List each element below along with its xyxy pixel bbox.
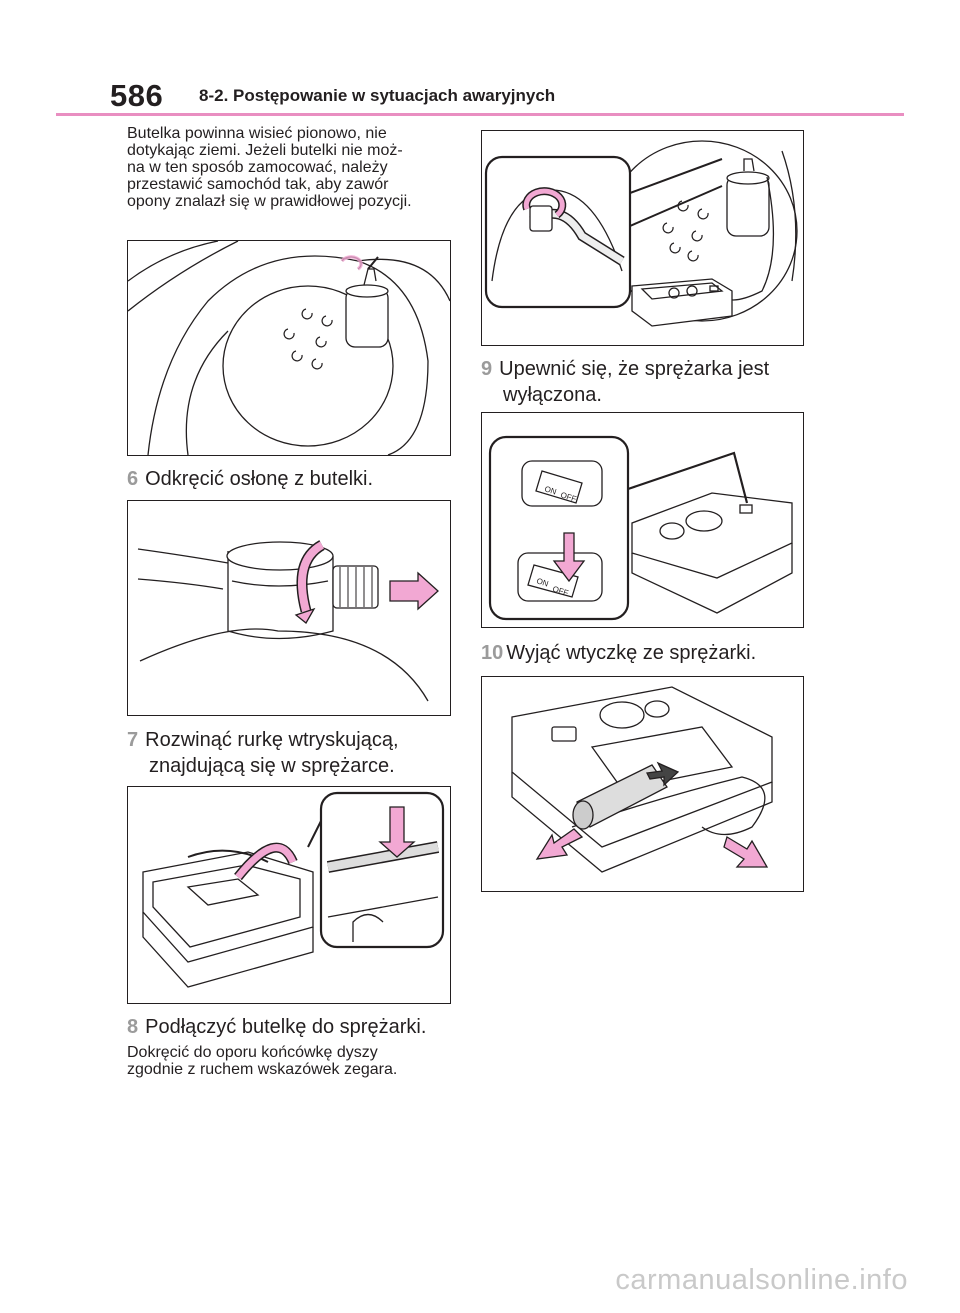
step-number: 10 xyxy=(481,642,504,664)
step-7: 7 Rozwinąć rurkę wtryskującą, znajdującą … xyxy=(127,727,399,779)
header-rule xyxy=(56,113,904,116)
intro-line: przestawić samochód tak, aby zawór xyxy=(127,176,389,193)
figure-unroll-hose xyxy=(127,786,451,1004)
step-8-note: Dokręcić do oporu końcówkę dyszy zgodnie… xyxy=(127,1044,397,1078)
step-6: 6 Odkręcić osłonę z butelki. xyxy=(127,466,373,492)
step-9: 9 Upewnić się, że sprężarka jest wyłączon… xyxy=(481,356,769,408)
watermark: carmanualsonline.info xyxy=(615,1264,908,1296)
section-title: 8-2. Postępowanie w sytuacjach awaryjnyc… xyxy=(199,86,556,105)
intro-line: dotykając ziemi. Jeżeli butelki nie moż- xyxy=(127,142,403,159)
step-text: Odkręcić osłonę z butelki. xyxy=(145,468,374,490)
figure-connect-bottle xyxy=(481,130,804,346)
intro-line: Butelka powinna wisieć pionowo, nie xyxy=(127,125,387,142)
figure-unplug xyxy=(481,676,804,892)
step-number: 6 xyxy=(127,468,139,490)
figure-bottle-on-wheel xyxy=(127,240,451,456)
intro-line: opony znalazł się w prawidłowej pozycji. xyxy=(127,193,412,210)
step-text: Wyjąć wtyczkę ze sprężarki. xyxy=(506,642,757,664)
intro-line: na w ten sposób zamocować, należy xyxy=(127,159,388,176)
figure-unscrew-cap xyxy=(127,500,451,716)
step-number: 8 xyxy=(127,1016,139,1038)
switch-on-label: ON xyxy=(543,484,557,496)
switch-on-label: ON xyxy=(535,576,549,588)
intro-paragraph: Butelka powinna wisieć pionowo, nie doty… xyxy=(127,125,412,210)
note-line: Dokręcić do oporu końcówkę dyszy xyxy=(127,1044,378,1061)
note-line: zgodnie z ruchem wskazówek zegara. xyxy=(127,1061,398,1078)
figure-switch-off: ON OFF ON OFF xyxy=(481,412,804,628)
page-number: 586 xyxy=(110,78,164,113)
step-text: Upewnić się, że sprężarka jest xyxy=(499,358,770,380)
step-text: Podłączyć butelkę do sprężarki. xyxy=(145,1016,427,1038)
step-text: znajdującą się w sprężarce. xyxy=(149,755,395,777)
step-8: 8 Podłączyć butelkę do sprężarki. xyxy=(127,1014,426,1040)
step-text: wyłączona. xyxy=(503,384,602,406)
step-number: 9 xyxy=(481,358,493,380)
step-text: Rozwinąć rurkę wtryskującą, xyxy=(145,729,399,751)
step-number: 7 xyxy=(127,729,139,751)
